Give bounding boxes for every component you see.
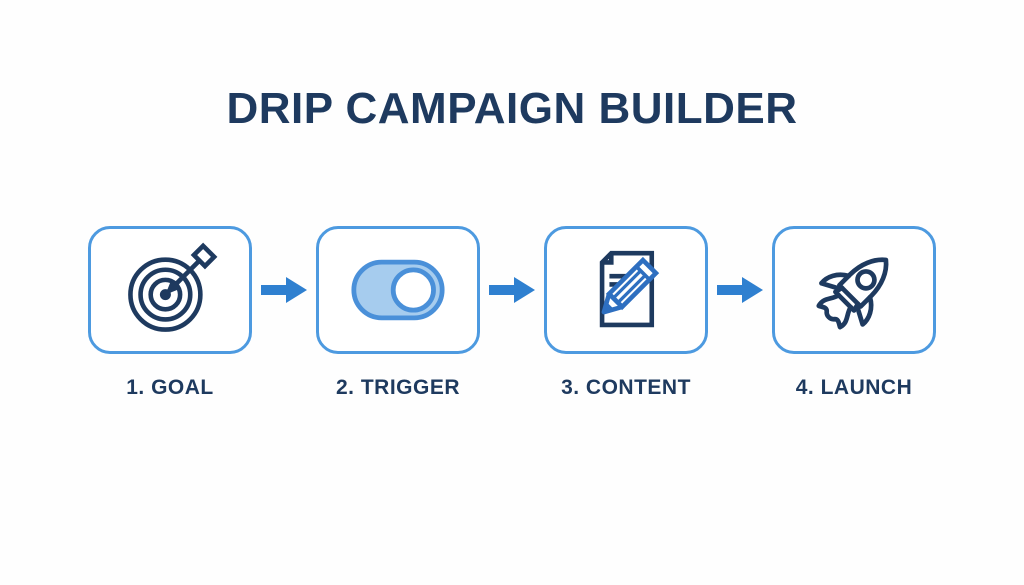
toggle-on-icon[interactable] <box>350 258 446 322</box>
step-launch: 4. LAUNCH <box>772 226 936 400</box>
step-goal: 1. GOAL <box>88 226 252 400</box>
target-icon <box>128 242 218 332</box>
step-card-content[interactable] <box>544 226 708 354</box>
step-label-launch: 4. LAUNCH <box>795 376 913 399</box>
step-trigger: 2. TRIGGER <box>316 226 480 400</box>
step-label-content: 3. CONTENT <box>561 376 691 399</box>
arrow-right-icon-2 <box>489 277 535 303</box>
step-card-trigger[interactable] <box>316 226 480 354</box>
step-label-trigger: 2. TRIGGER <box>335 376 461 399</box>
arrow-right-icon-1 <box>261 277 307 303</box>
step-content: 3. CONTENT <box>544 226 708 400</box>
arrow-right-icon-3 <box>717 277 763 303</box>
document-pencil-icon <box>599 250 660 328</box>
page-title: DRIP CAMPAIGN BUILDER <box>226 84 798 133</box>
step-card-goal[interactable] <box>88 226 252 354</box>
step-card-launch[interactable] <box>772 226 936 354</box>
step-label-goal: 1. GOAL <box>126 376 214 399</box>
process-flow: 1. GOAL 2. TRIGGER <box>0 226 1024 400</box>
rocket-icon <box>816 257 889 330</box>
